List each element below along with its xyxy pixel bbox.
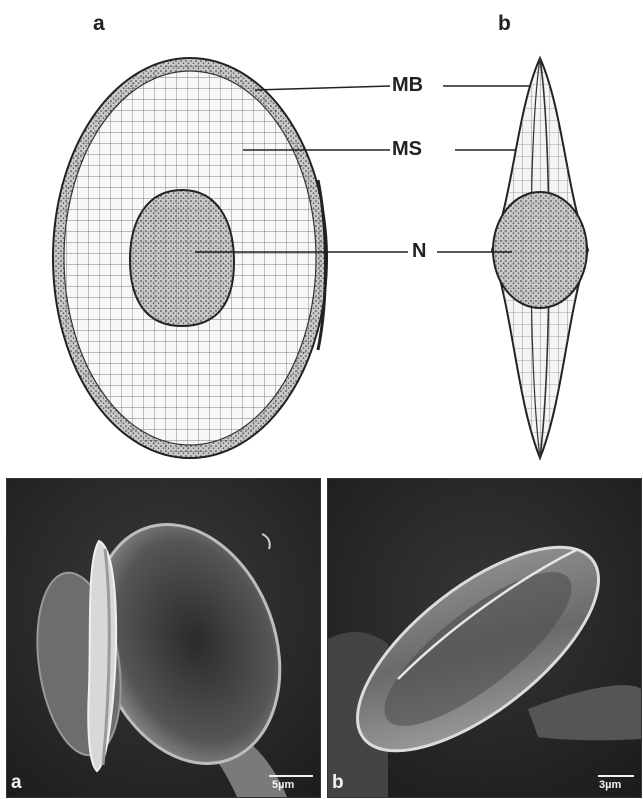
- cell-edge-view: [490, 56, 590, 460]
- micrograph-b-letter: b: [332, 772, 344, 794]
- scale-label-a: 5µm: [272, 779, 294, 791]
- scale-bar-a: [269, 775, 313, 777]
- micrograph-b-image: [328, 479, 641, 797]
- cell-drawing: [0, 0, 643, 470]
- label-mb: MB: [390, 74, 425, 97]
- scale-label-b: 3µm: [599, 779, 621, 791]
- micrograph-b: b 3µm: [327, 478, 642, 798]
- scale-bar-b: [598, 775, 634, 777]
- nucleus-edge-view: [493, 192, 587, 308]
- leader-mb-left: [255, 86, 390, 90]
- label-n: N: [410, 240, 428, 263]
- micrograph-a-image: [7, 479, 320, 797]
- cell-face-view: [50, 58, 340, 460]
- label-ms: MS: [390, 138, 424, 161]
- nucleus-face-view: [130, 190, 234, 326]
- micrograph-a-letter: a: [11, 772, 22, 794]
- micrograph-a: a 5µm: [6, 478, 321, 798]
